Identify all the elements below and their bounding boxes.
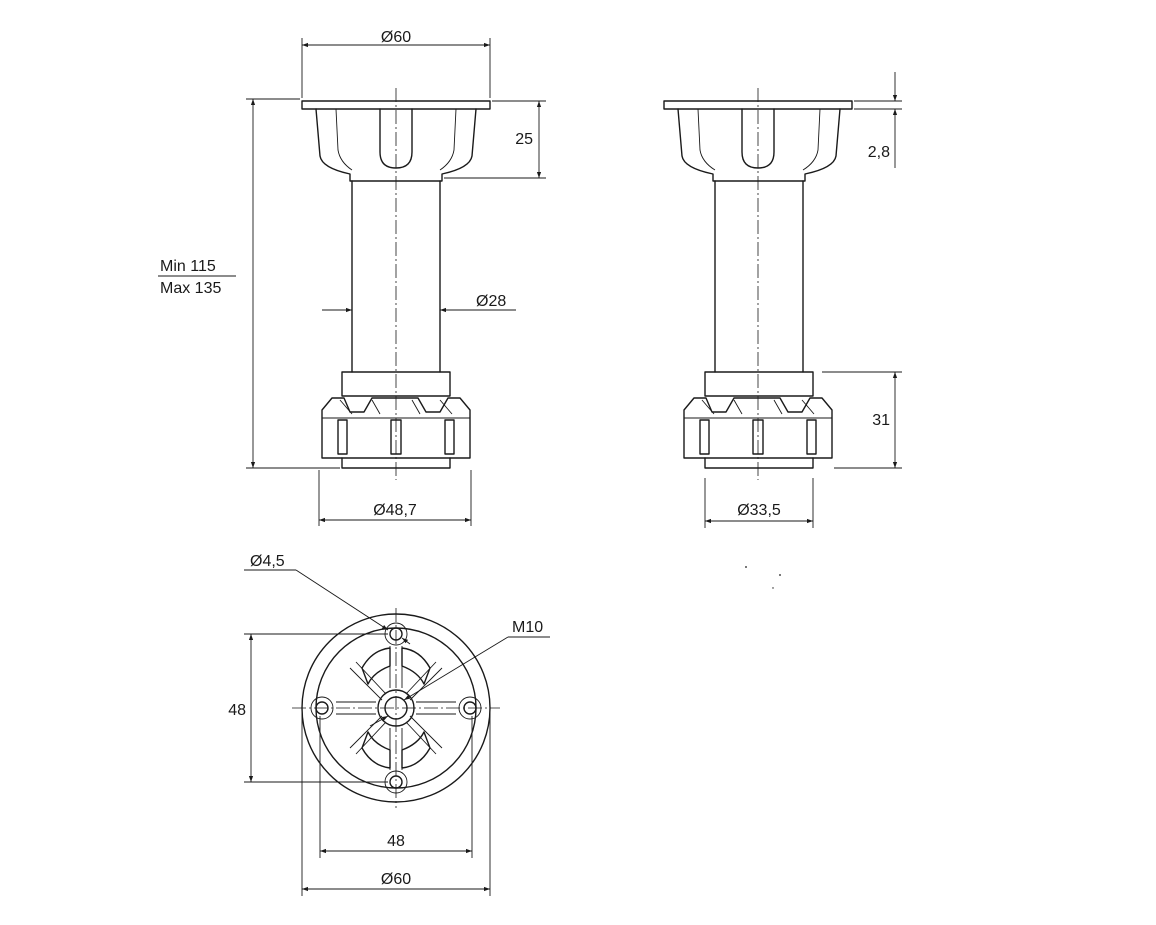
front-view-dimensions: 2,8 31 Ø33,5 [704,72,902,589]
dim-side-stem-dia: Ø28 [476,293,506,310]
front-view [663,88,853,480]
dim-side-cup-height: 25 [515,131,533,148]
dim-top-spacing-vertical: 48 [228,702,246,719]
dim-side-height-max: Max 135 [160,280,221,297]
dim-top-outer-dia: Ø60 [381,871,411,888]
dim-side-base-dia: Ø48,7 [373,502,417,519]
dim-top-hole-dia: Ø4,5 [250,553,285,570]
dim-top-spacing-horizontal: 48 [387,833,405,850]
dim-front-plate-thickness: 2,8 [868,144,890,161]
side-view [301,88,491,480]
side-view-dimensions: Ø60 25 Min 115 Max 135 Ø28 Ø48,7 [158,29,546,526]
top-view-dimensions: Ø4,5 M10 48 48 Ø60 [228,553,550,896]
top-view [292,608,500,808]
dim-side-height-min: Min 115 [160,258,216,275]
dim-front-foot-height: 31 [872,412,890,429]
dim-top-thread: M10 [512,619,543,636]
dim-side-top-dia: Ø60 [381,29,411,46]
dim-front-base-dia: Ø33,5 [737,502,781,519]
